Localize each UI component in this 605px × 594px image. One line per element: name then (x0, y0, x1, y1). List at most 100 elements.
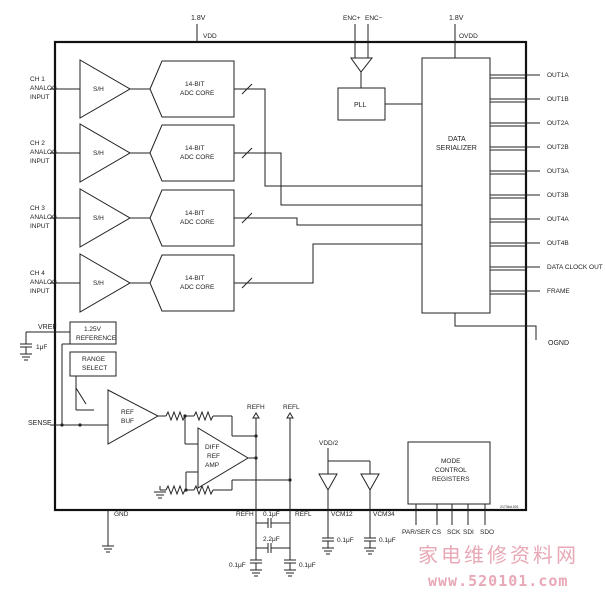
adc-core-label-2: ADC CORE (180, 154, 215, 161)
output-label-data-clock-out: DATA CLOCK OUT (547, 264, 603, 271)
mode-pin-par-ser: PAR/SER (402, 529, 430, 536)
data-bus (234, 217, 422, 226)
output-label-out4b: OUT4B (547, 240, 569, 247)
refl-internal-label: REFL (283, 404, 300, 411)
mode-pin-sdo: SDO (480, 529, 494, 536)
adc-core-block (149, 254, 235, 312)
serializer-label-1: DATA (448, 136, 466, 143)
adc-core-label-1: 14-BIT (185, 210, 205, 217)
clock-buffer-icon (350, 57, 374, 73)
mode-label-1: MODE (441, 458, 461, 465)
data-serializer-block (421, 57, 491, 314)
output-label-out4a: OUT4A (547, 216, 569, 223)
ovdd-label: OVDD (459, 33, 478, 40)
watermark-url: www.520101.com (428, 572, 568, 590)
adc-core-block (149, 189, 235, 247)
channel-input-label: ANALOG (30, 149, 57, 156)
channel-input-label: INPUT (30, 223, 50, 230)
bus-slash (241, 147, 253, 159)
ref-buf-label-2: BUF (121, 418, 134, 425)
vcm12-label: VCM12 (331, 511, 353, 518)
vdd-value: 1.8V (191, 15, 206, 22)
resistor-1 (165, 410, 186, 422)
vdd-label: VDD (203, 33, 217, 40)
mode-control-registers-block (407, 441, 491, 505)
sample-hold-label: S/H (93, 280, 104, 287)
ovdd-value: 1.8V (449, 15, 464, 22)
output-label-out3b: OUT3B (547, 192, 569, 199)
range-select-block (69, 351, 117, 377)
enc-minus-label: ENC− (365, 15, 383, 22)
refl-pin-label: REFL (295, 511, 312, 518)
channel-input-label: CH 1 (30, 76, 45, 83)
diff-amp-label-1: DIFF (205, 444, 219, 451)
bus-slash (241, 83, 253, 95)
vdd2-label: VDD/2 (319, 440, 339, 447)
serializer-label-2: SERIALIZER (436, 145, 477, 152)
diff-ref-amplifier (197, 427, 249, 489)
cap-vcm12-label: 0.1μF (337, 537, 354, 544)
output-label-out1a: OUT1A (547, 72, 569, 79)
sample-hold-label: S/H (93, 215, 104, 222)
reference-label-2: REFERENCE (76, 335, 117, 342)
resistor-3 (165, 484, 186, 496)
channel-3: CH 3 ANALOG INPUT S/H 14-BIT ADC CORE (30, 188, 422, 248)
ref-buf-label-1: REF (121, 409, 134, 416)
cap-01uf-left-label: 0.1μF (229, 562, 246, 569)
refh-internal-label: REFH (247, 404, 265, 411)
channel-input-label: ANALOG (30, 279, 57, 286)
enc-plus-label: ENC+ (343, 15, 361, 22)
mode-pin-sck: SCK (447, 529, 461, 536)
diff-amp-label-3: AMP (205, 462, 219, 469)
vcm34-label: VCM34 (373, 511, 395, 518)
mode-pin-sdi: SDI (463, 529, 474, 536)
channel-1: CH 1 ANALOG INPUT S/H 14-BIT ADC CORE (30, 59, 422, 187)
bus-slash (241, 277, 253, 289)
vcm34-buffer (360, 473, 380, 492)
output-label-out2b: OUT2B (547, 144, 569, 151)
output-label-out1b: OUT1B (547, 96, 569, 103)
sample-hold-label: S/H (93, 150, 104, 157)
watermark-chinese: 家电维修资料网 (418, 543, 579, 567)
adc-core-label-2: ADC CORE (180, 90, 215, 97)
channel-input-label: CH 4 (30, 270, 45, 277)
resistor-2 (193, 410, 214, 422)
pll-label: PLL (354, 102, 367, 109)
ognd-label: OGND (548, 340, 569, 347)
adc-core-label-1: 14-BIT (185, 81, 205, 88)
mode-label-2: CONTROL (435, 467, 467, 474)
range-label-2: SELECT (82, 365, 107, 372)
bus-slash (241, 212, 253, 224)
adc-core-label-2: ADC CORE (180, 219, 215, 226)
channel-4: CH 4 ANALOG INPUT S/H 14-BIT ADC CORE (30, 243, 422, 313)
channel-input-label: INPUT (30, 158, 50, 165)
vcm12-buffer (318, 473, 338, 492)
adc-core-block (149, 60, 235, 118)
sense-label: SENSE (28, 420, 52, 427)
mode-label-3: REGISTERS (432, 476, 470, 483)
reference-label-1: 1.25V (84, 326, 102, 333)
channel-input-label: ANALOG (30, 214, 57, 221)
cap-01uf-right-label: 0.1μF (299, 562, 316, 569)
sample-hold-label: S/H (93, 86, 104, 93)
channel-input-label: INPUT (30, 288, 50, 295)
adc-core-label-1: 14-BIT (185, 145, 205, 152)
diff-amp-label-2: REF (207, 453, 220, 460)
ref-buf-amplifier (107, 389, 160, 445)
adc-core-label-1: 14-BIT (185, 275, 205, 282)
resistor-4 (193, 484, 214, 496)
adc-core-label-2: ADC CORE (180, 284, 215, 291)
sample-hold-amplifier (79, 253, 131, 313)
pll-block (337, 87, 386, 121)
cap-1uf-label: 1μF (36, 344, 47, 351)
channel-input-label: CH 3 (30, 205, 45, 212)
adc-core-block (149, 124, 235, 182)
part-code: 2173bd-001 (500, 505, 519, 509)
mode-pin-cs: CS (432, 529, 442, 536)
cap-22uf-label: 2.2μF (263, 536, 280, 543)
output-label-frame: FRAME (547, 288, 570, 295)
cap-vcm34-label: 0.1μF (379, 537, 396, 544)
data-bus (234, 243, 422, 284)
